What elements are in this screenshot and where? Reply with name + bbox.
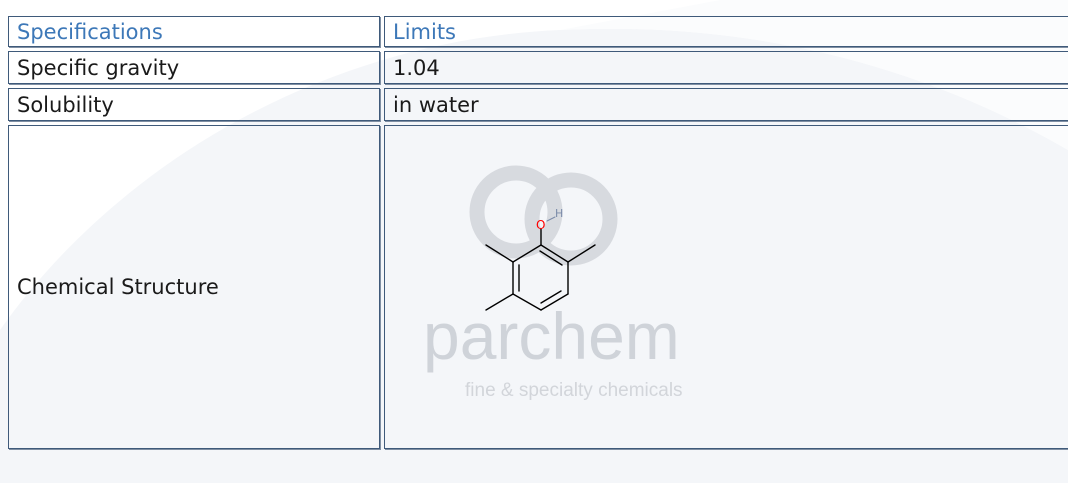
spec-name-cell: Solubility — [8, 88, 380, 121]
structure-image-cell: parchem fine & specialty chemicals — [384, 125, 1068, 449]
table-row: Specific gravity 1.04 — [8, 51, 1068, 84]
table-row: Solubility in water — [8, 88, 1068, 121]
atom-oxygen: O — [536, 218, 545, 232]
header-specifications: Specifications — [8, 16, 380, 47]
chemical-structure-image: parchem fine & specialty chemicals — [423, 165, 683, 401]
table-header-row: Specifications Limits — [8, 16, 1068, 47]
atom-hydrogen: H — [555, 207, 563, 220]
table-row: Chemical Structure parchem fine & specia… — [8, 125, 1068, 449]
parchem-logo-icon — [469, 165, 618, 266]
spec-limit-cell: in water — [384, 88, 1068, 121]
header-limits: Limits — [384, 16, 1068, 47]
spec-name-cell: Specific gravity — [8, 51, 380, 84]
structure-label-cell: Chemical Structure — [8, 125, 380, 449]
molecule-bonds — [485, 216, 596, 311]
spec-limit-cell: 1.04 — [384, 51, 1068, 84]
watermark-brand: parchem — [423, 299, 680, 373]
specifications-table: Specifications Limits Specific gravity 1… — [4, 12, 1068, 453]
watermark-tagline: fine & specialty chemicals — [465, 380, 683, 401]
